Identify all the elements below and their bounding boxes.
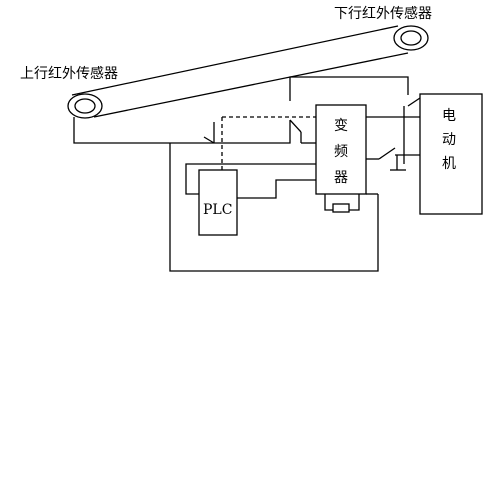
upper-roller bbox=[393, 25, 429, 51]
motor-char-3: 机 bbox=[442, 156, 456, 172]
control-wiring bbox=[73, 76, 421, 272]
motor-char-2: 动 bbox=[442, 132, 456, 148]
motor-box bbox=[419, 93, 483, 215]
inverter-char-2: 频 bbox=[334, 144, 348, 160]
upper-sensor-label: 下行红外传感器 bbox=[334, 5, 432, 22]
inverter-char-1: 变 bbox=[334, 118, 348, 134]
plc-wiring bbox=[185, 163, 316, 199]
plc-label: PLC bbox=[203, 202, 232, 218]
lower-roller bbox=[67, 93, 103, 119]
plc-box bbox=[198, 169, 238, 236]
conveyor-belt bbox=[67, 25, 429, 119]
motor-char-1: 电 bbox=[442, 108, 456, 124]
plc-switch bbox=[203, 122, 215, 144]
inverter-box bbox=[315, 104, 367, 195]
inverter-base bbox=[324, 194, 360, 213]
lower-sensor-label: 上行红外传感器 bbox=[20, 65, 118, 82]
inverter-char-3: 器 bbox=[334, 170, 348, 186]
